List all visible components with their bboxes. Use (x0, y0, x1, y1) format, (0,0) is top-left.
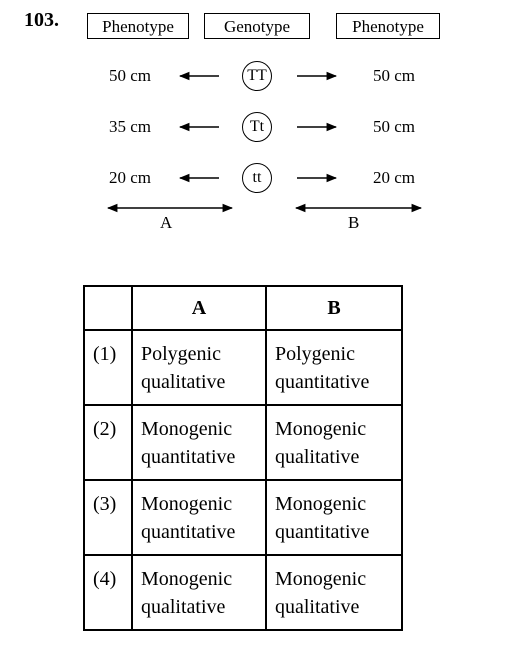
genotype-circle-hetero: Tt (242, 112, 272, 142)
option-b-line2: qualitative (275, 596, 360, 618)
option-a-line1: Monogenic (141, 568, 233, 590)
phenotype-right-hetero: 50 cm (373, 117, 416, 136)
table-header-empty (83, 285, 133, 331)
option-b-cell: Monogenic qualitative (265, 554, 403, 631)
options-table: A B (1) Polygenic qualitative Polygenic qu… (83, 285, 403, 631)
option-b-line1: Monogenic (275, 418, 367, 440)
table-row: (4) Monogenic qualitative Monogenic qualit… (83, 554, 403, 631)
header-phenotype-left: Phenotype (87, 13, 189, 39)
option-a-line1: Polygenic (141, 343, 221, 365)
phenotype-left-recessive: 20 cm (109, 168, 152, 187)
option-b-cell: Monogenic qualitative (265, 404, 403, 481)
option-number: (1) (83, 329, 133, 406)
option-a-line2: quantitative (141, 446, 236, 468)
table-row: (1) Polygenic qualitative Polygenic quanti… (83, 329, 403, 406)
range-label-b: B (348, 213, 360, 232)
option-number: (3) (83, 479, 133, 556)
option-number: (4) (83, 554, 133, 631)
option-b-line2: quantitative (275, 521, 370, 543)
header-phenotype-right: Phenotype (336, 13, 440, 39)
range-label-a: A (160, 213, 173, 232)
option-a-cell: Monogenic quantitative (131, 479, 267, 556)
table-header-row: A B (83, 285, 403, 331)
table-header-a: A (131, 285, 267, 331)
option-b-cell: Polygenic quantitative (265, 329, 403, 406)
option-a-line1: Monogenic (141, 418, 233, 440)
phenotype-right-recessive: 20 cm (373, 168, 416, 187)
option-a-cell: Monogenic qualitative (131, 554, 267, 631)
option-b-line1: Monogenic (275, 493, 367, 515)
option-b-line2: qualitative (275, 446, 360, 468)
option-a-line2: quantitative (141, 521, 236, 543)
option-b-line2: quantitative (275, 371, 370, 393)
option-a-cell: Monogenic quantitative (131, 404, 267, 481)
genotype-circle-recessive: tt (242, 163, 272, 193)
option-number: (2) (83, 404, 133, 481)
option-b-line1: Monogenic (275, 568, 367, 590)
genotype-circle-tt: TT (242, 61, 272, 91)
option-a-line2: qualitative (141, 371, 226, 393)
phenotype-left-tt: 50 cm (109, 66, 152, 85)
option-a-cell: Polygenic qualitative (131, 329, 267, 406)
table-row: (3) Monogenic quantitative Monogenic quant… (83, 479, 403, 556)
option-a-line2: qualitative (141, 596, 226, 618)
question-number: 103. (24, 9, 59, 31)
header-genotype: Genotype (204, 13, 310, 39)
phenotype-left-tt-hetero: 35 cm (109, 117, 152, 136)
table-row: (2) Monogenic quantitative Monogenic quali… (83, 404, 403, 481)
table-header-b: B (265, 285, 403, 331)
phenotype-right-tt: 50 cm (373, 66, 416, 85)
option-b-cell: Monogenic quantitative (265, 479, 403, 556)
option-b-line1: Polygenic (275, 343, 355, 365)
option-a-line1: Monogenic (141, 493, 233, 515)
